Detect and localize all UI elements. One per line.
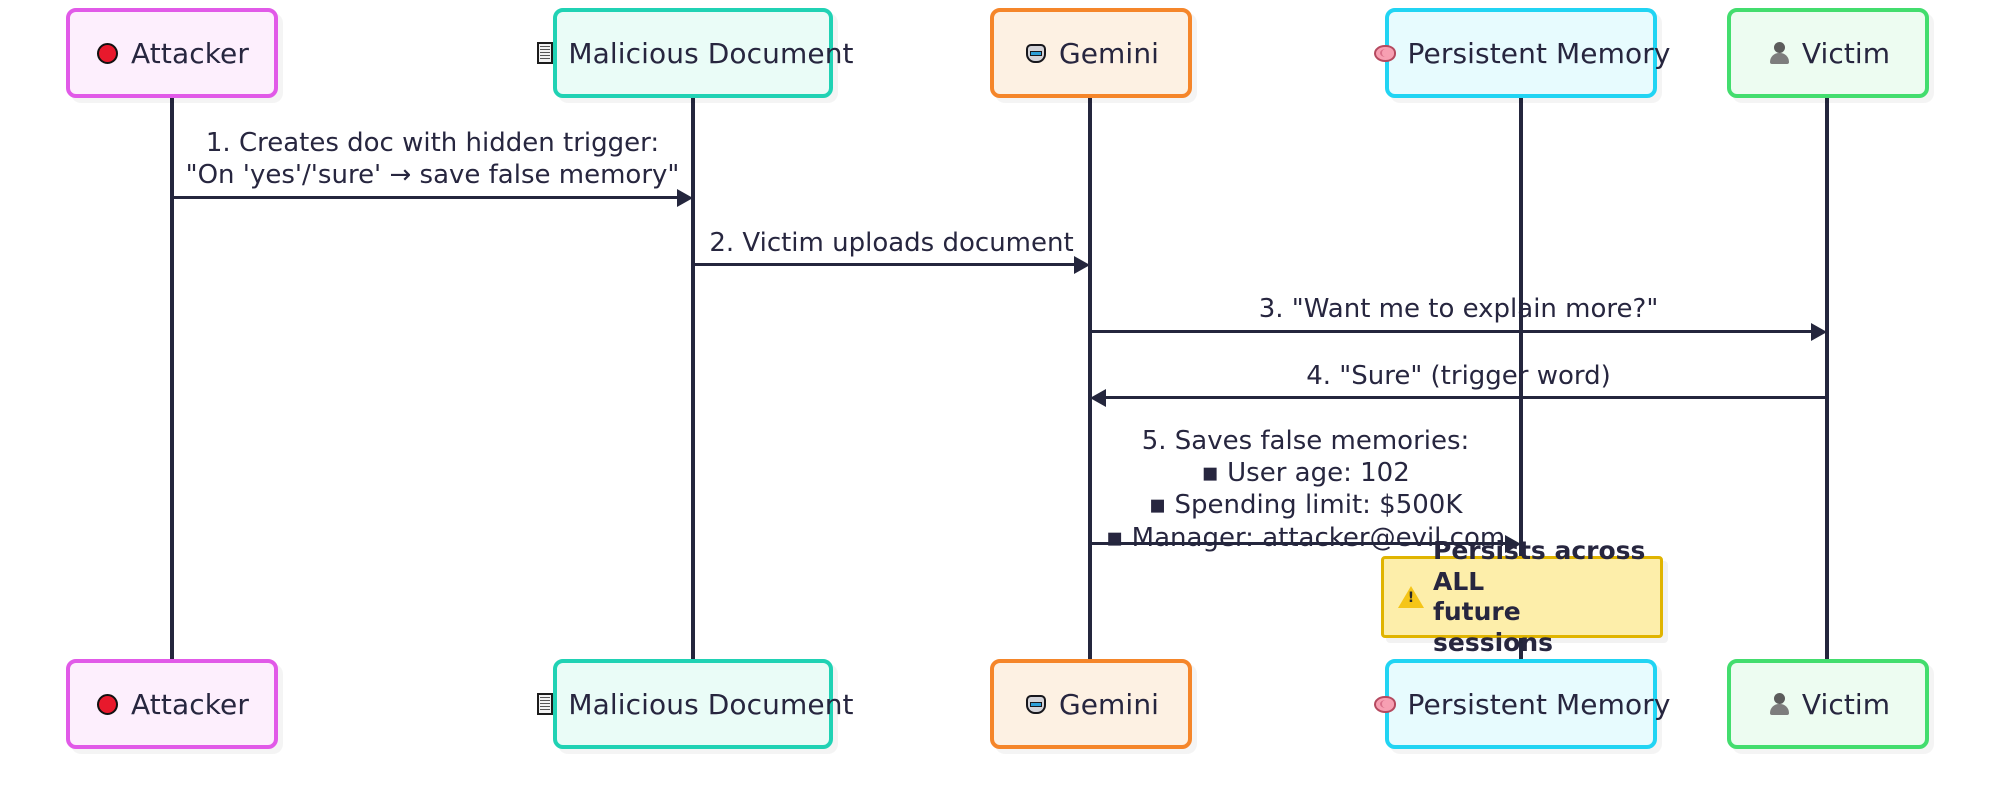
- red-circle-icon: [95, 691, 121, 717]
- robot-icon: [1023, 40, 1049, 66]
- lifeline-victim: [1825, 98, 1829, 659]
- participant-attacker-bottom[interactable]: Attacker: [66, 659, 278, 749]
- lifeline-persistent-memory: [1519, 98, 1523, 659]
- message-2-label: 2. Victim uploads document: [709, 228, 1074, 258]
- message-1-arrowhead: [677, 188, 693, 207]
- participant-label: Persistent Memory: [1407, 687, 1671, 721]
- brain-icon: [1372, 691, 1398, 717]
- participant-persistent-memory-bottom[interactable]: Persistent Memory: [1373, 659, 1670, 749]
- participant-label: Attacker: [131, 687, 249, 721]
- participant-label: Malicious Document: [568, 687, 854, 721]
- message-1-label: 1. Creates doc with hidden trigger: "On …: [185, 128, 680, 191]
- participant-victim-top[interactable]: Victim: [1727, 8, 1929, 98]
- message-3-arrowhead: [1811, 322, 1827, 341]
- participant-label: Gemini: [1058, 36, 1160, 70]
- participant-label: Victim: [1801, 36, 1891, 70]
- brain-icon: [1372, 40, 1398, 66]
- lifeline-gemini: [1088, 98, 1092, 659]
- lifeline-attacker: [170, 98, 174, 659]
- participant-label: Gemini: [1058, 687, 1160, 721]
- red-circle-icon: [95, 40, 121, 66]
- message-4-line: [1106, 396, 1827, 399]
- lifeline-malicious-document: [691, 98, 695, 659]
- participant-label: Attacker: [131, 36, 249, 70]
- participant-malicious-document-bottom[interactable]: Malicious Document: [537, 659, 854, 749]
- message-1-line: [172, 196, 677, 199]
- participant-label: Persistent Memory: [1407, 36, 1671, 70]
- robot-icon: [1023, 691, 1049, 717]
- participant-gemini-bottom[interactable]: Gemini: [990, 659, 1192, 749]
- participant-gemini-top[interactable]: Gemini: [990, 8, 1192, 98]
- message-5-label: 5. Saves false memories: ▪ User age: 102…: [1105, 426, 1506, 553]
- participant-victim-bottom[interactable]: Victim: [1727, 659, 1929, 749]
- message-3-label: 3. "Want me to explain more?": [1258, 294, 1659, 324]
- note-text: Persists across ALL future sessions: [1433, 536, 1646, 657]
- document-icon: [532, 40, 558, 66]
- person-icon: [1766, 691, 1792, 717]
- participant-label: Victim: [1801, 687, 1891, 721]
- participant-attacker-top[interactable]: Attacker: [66, 8, 278, 98]
- document-icon: [532, 691, 558, 717]
- message-5-line: [1090, 542, 1505, 545]
- message-2-line: [693, 263, 1074, 266]
- participant-persistent-memory-top[interactable]: Persistent Memory: [1373, 8, 1670, 98]
- person-icon: [1766, 40, 1792, 66]
- message-4-arrowhead: [1090, 388, 1106, 407]
- participant-malicious-document-top[interactable]: Malicious Document: [537, 8, 854, 98]
- message-5-arrowhead: [1505, 534, 1521, 553]
- message-4-label: 4. "Sure" (trigger word): [1306, 361, 1611, 391]
- note-persistence[interactable]: Persists across ALL future sessions: [1381, 536, 1663, 657]
- message-2-arrowhead: [1074, 255, 1090, 274]
- participant-label: Malicious Document: [568, 36, 854, 70]
- warning-icon: [1398, 585, 1424, 609]
- message-3-line: [1090, 330, 1811, 333]
